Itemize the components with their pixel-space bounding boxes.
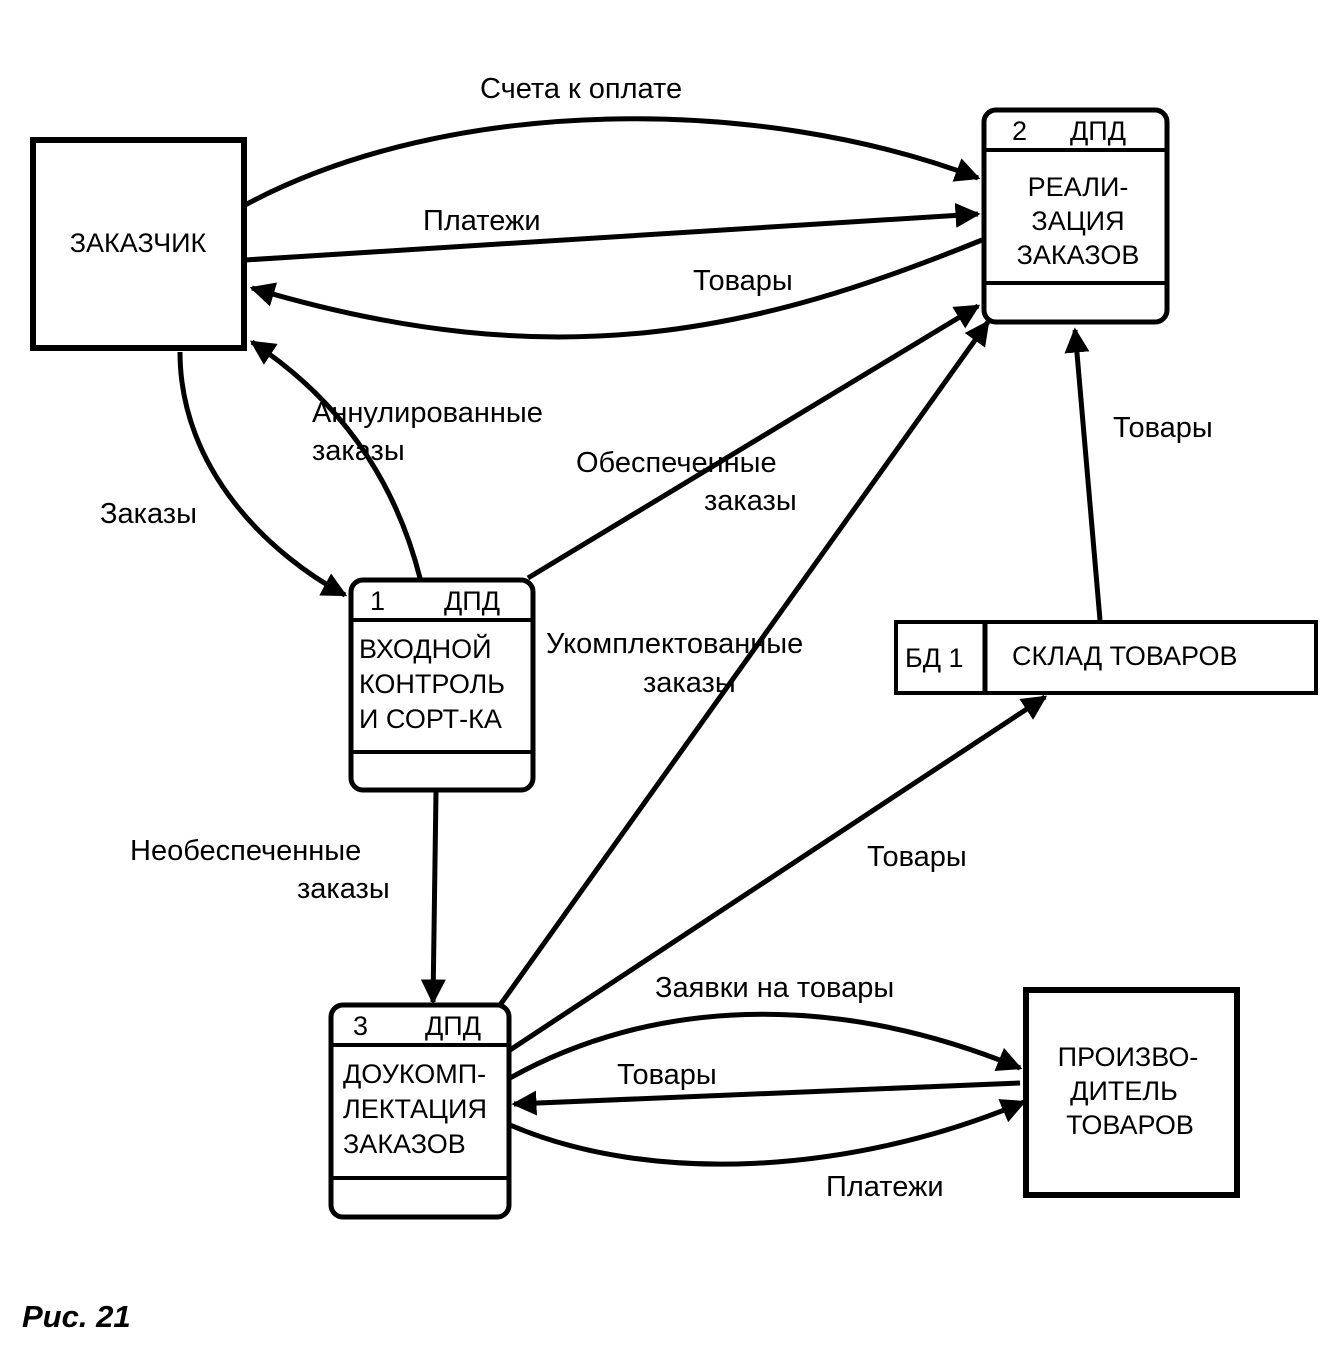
flow-goods-from-manufacturer-label: Товары bbox=[617, 1059, 717, 1091]
process-3-tag: ДПД bbox=[425, 1011, 481, 1041]
flow-invoices-label: Счета к оплате bbox=[480, 73, 682, 105]
flow-goods-to-customer-label: Товары bbox=[693, 265, 793, 297]
process-1-label-line2: КОНТРОЛЬ bbox=[359, 669, 505, 699]
flow-goods-from-manufacturer-arrow bbox=[511, 1080, 1021, 1116]
process-2-label-line2: ЗАЦИЯ bbox=[1031, 206, 1124, 236]
process-3-number: 3 bbox=[353, 1011, 368, 1041]
entity-manufacturer-label-line3: ТОВАРОВ bbox=[1066, 1110, 1194, 1140]
flow-completed-arrow bbox=[497, 319, 991, 1007]
process-1-label-line3: И СОРТ-КА bbox=[359, 704, 502, 734]
process-1-tag: ДПД bbox=[444, 586, 500, 616]
flow-cancelled-arrow bbox=[249, 339, 423, 579]
process-1: 1 ДПД ВХОДНОЙ КОНТРОЛЬ И СОРТ-КА bbox=[348, 577, 536, 793]
flow-requests-label: Заявки на товары bbox=[655, 972, 894, 1004]
flow-payments-bottom-label: Платежи bbox=[826, 1171, 944, 1203]
flow-completed-label-line2: заказы bbox=[643, 667, 736, 699]
process-3-label-line3: ЗАКАЗОВ bbox=[343, 1129, 466, 1159]
flow-invoices-arrow bbox=[243, 116, 981, 208]
process-1-label-line1: ВХОДНОЙ bbox=[359, 633, 492, 664]
process-3-label-line1: ДОУКОМП- bbox=[343, 1059, 486, 1089]
process-2-tag: ДПД bbox=[1070, 116, 1126, 146]
flow-payments-top-label: Платежи bbox=[423, 205, 541, 237]
flow-unsecured-arrow bbox=[420, 791, 446, 1005]
process-3-label-line2: ЛЕКТАЦИЯ bbox=[343, 1094, 487, 1124]
flow-secured-arrow bbox=[526, 303, 981, 581]
process-2-label-line3: ЗАКАЗОВ bbox=[1017, 240, 1140, 270]
entity-manufacturer-label-line1: ПРОИЗВО- bbox=[1058, 1042, 1199, 1072]
flow-goods-to-store-arrow bbox=[508, 694, 1048, 1053]
flow-orders-label: Заказы bbox=[100, 498, 197, 530]
flow-payments-top-arrow bbox=[244, 202, 981, 263]
flow-requests-arrow bbox=[508, 1011, 1023, 1081]
entity-customer: ЗАКАЗЧИК bbox=[30, 137, 247, 351]
process-2-number: 2 bbox=[1012, 116, 1027, 146]
process-2: 2 ДПД РЕАЛИ- ЗАЦИЯ ЗАКАЗОВ bbox=[981, 107, 1170, 325]
entity-manufacturer-label-line2: ДИТЕЛЬ bbox=[1070, 1076, 1178, 1106]
flow-unsecured-label-line1: Необеспеченные bbox=[130, 835, 361, 867]
data-store-warehouse: БД 1 СКЛАД ТОВАРОВ bbox=[894, 620, 1318, 695]
process-3: 3 ДПД ДОУКОМП- ЛЕКТАЦИЯ ЗАКАЗОВ bbox=[328, 1002, 512, 1220]
flow-goods-store-to-p2-arrow bbox=[1064, 327, 1103, 621]
flow-goods-to-store-label: Товары bbox=[867, 841, 967, 873]
figure-caption: Рис. 21 bbox=[22, 1299, 131, 1334]
flow-goods-store-to-p2-label: Товары bbox=[1113, 412, 1213, 444]
entity-customer-label: ЗАКАЗЧИК bbox=[70, 228, 207, 258]
flow-goods-to-customer-arrow bbox=[249, 237, 983, 340]
flow-cancelled-label-line2: заказы bbox=[312, 435, 405, 467]
flow-secured-label-line2: заказы bbox=[704, 485, 797, 517]
flow-cancelled-label-line1: Аннулированные bbox=[312, 397, 543, 429]
process-1-number: 1 bbox=[370, 586, 385, 616]
process-2-label-line1: РЕАЛИ- bbox=[1028, 172, 1129, 202]
flow-orders-arrow bbox=[177, 351, 348, 598]
entity-manufacturer: ПРОИЗВО- ДИТЕЛЬ ТОВАРОВ bbox=[1023, 987, 1240, 1198]
flow-completed-label-line1: Укомплектованные bbox=[546, 628, 803, 660]
flow-unsecured-label-line2: заказы bbox=[297, 873, 390, 905]
flow-secured-label-line1: Обеспеченные bbox=[576, 447, 777, 479]
flow-payments-bottom-arrow bbox=[509, 1099, 1027, 1167]
data-store-id: БД 1 bbox=[905, 643, 964, 673]
data-store-name: СКЛАД ТОВАРОВ bbox=[1012, 641, 1237, 671]
